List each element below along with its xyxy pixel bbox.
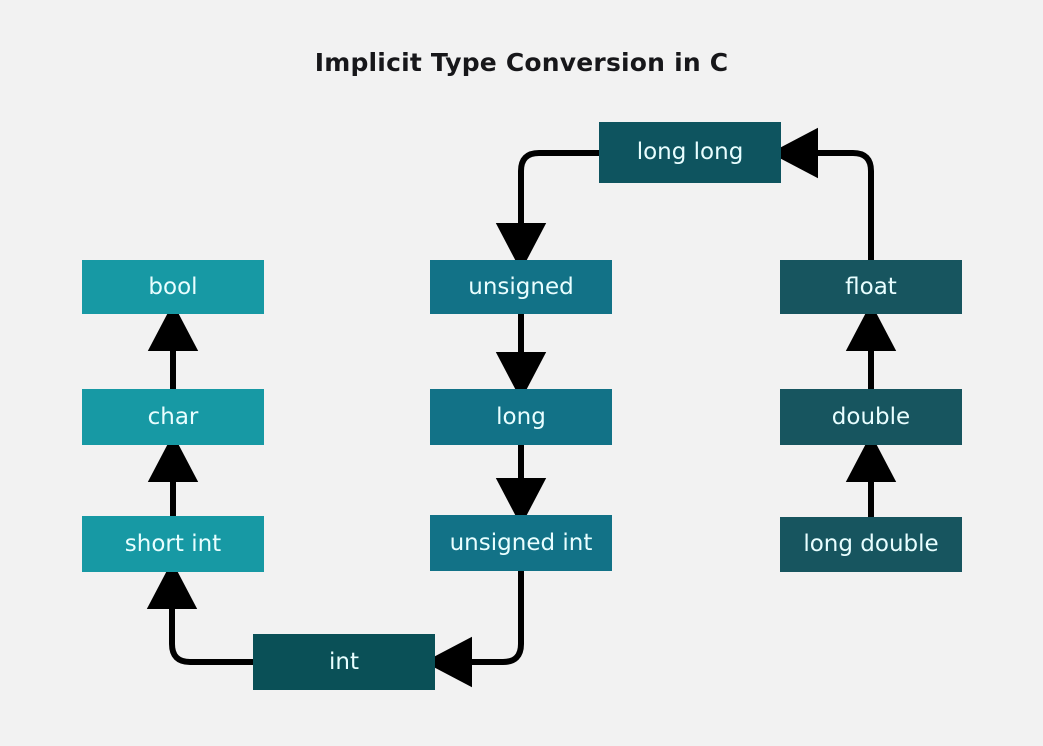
node-label: short int — [124, 530, 222, 557]
node-label: float — [845, 273, 897, 300]
node-double[interactable]: double — [780, 389, 962, 445]
node-long-double[interactable]: long double — [780, 517, 962, 572]
node-long[interactable]: long — [430, 389, 612, 445]
edge-float-to-long-long — [770, 127, 874, 260]
node-label: unsigned int — [449, 529, 593, 556]
node-int[interactable]: int — [253, 634, 435, 690]
node-float[interactable]: float — [780, 260, 962, 314]
node-short-int[interactable]: short int — [82, 516, 264, 572]
node-label: int — [329, 648, 359, 675]
node-long-long[interactable]: long long — [599, 122, 781, 183]
node-label: char — [147, 403, 199, 430]
edge-unsigned-int-to-int — [424, 571, 524, 688]
node-label: long — [496, 403, 546, 430]
node-label: long double — [803, 531, 939, 557]
node-label: long long — [636, 139, 744, 165]
edge-long-long-to-unsigned — [495, 150, 599, 271]
node-label: double — [831, 403, 911, 430]
edge-int-to-short-int — [146, 561, 253, 665]
node-unsigned[interactable]: unsigned — [430, 260, 612, 314]
node-bool[interactable]: bool — [82, 260, 264, 314]
node-unsigned-int[interactable]: unsigned int — [430, 515, 612, 571]
node-label: unsigned — [468, 273, 574, 300]
page-title: Implicit Type Conversion in C — [314, 48, 729, 77]
node-char[interactable]: char — [82, 389, 264, 445]
node-label: bool — [148, 273, 198, 300]
